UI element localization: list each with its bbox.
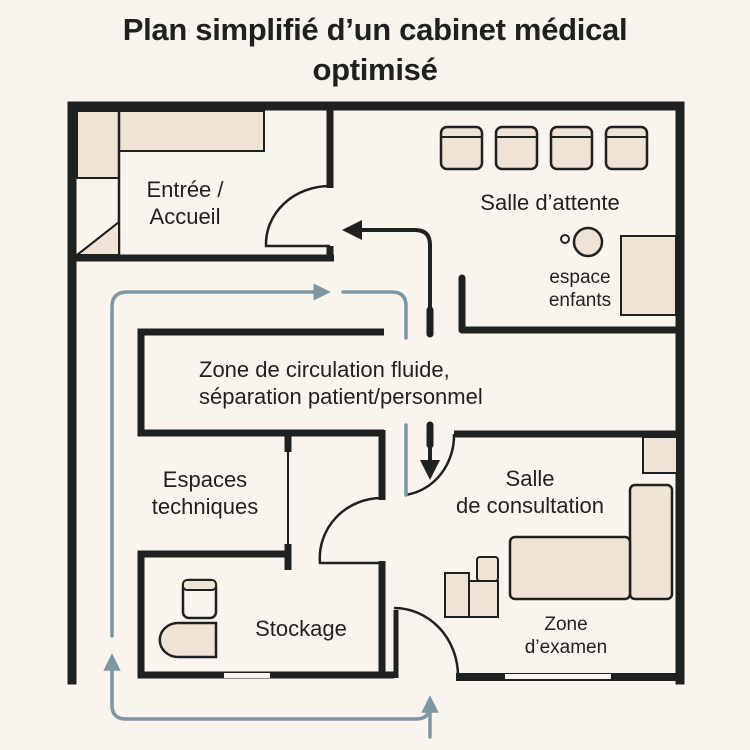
chair-4 <box>604 125 649 171</box>
exam-door-swing <box>393 606 460 677</box>
kids-play-mat <box>620 235 677 316</box>
page-title: Plan simplifié d’un cabinet médical opti… <box>0 10 750 90</box>
reception-desk-left <box>76 110 120 179</box>
chair-3 <box>549 125 594 171</box>
staff-flow-arrows <box>342 220 440 480</box>
entrance-door-swing <box>264 184 331 248</box>
storage-label: Stockage <box>255 616 347 641</box>
title-line-2: optimisé <box>312 52 438 87</box>
stool-left <box>444 572 470 618</box>
staff-arrow-to-entrance <box>342 220 432 332</box>
corridor-wall-left <box>137 328 384 437</box>
outer-walls <box>67 101 685 685</box>
exam-table-vertical <box>628 483 674 601</box>
technical-spaces-label: Espaces techniques <box>151 467 259 519</box>
waiting-room <box>439 125 680 334</box>
patient-flow-arrows <box>103 283 439 739</box>
toy-table-circle <box>572 226 604 258</box>
title-line-1: Plan simplifié d’un cabinet médical <box>122 12 628 47</box>
stool-right-low <box>468 580 499 618</box>
storage-window <box>224 673 270 678</box>
stool-right-high <box>476 556 499 582</box>
waiting-room-label: Salle d’attente <box>480 190 620 215</box>
toilet-icon <box>158 578 218 659</box>
waiting-chairs <box>439 125 649 171</box>
circulation-label: Zone de circulation fluide, séparation p… <box>199 357 483 409</box>
exam-table-horizontal <box>508 535 632 601</box>
technical-storage-block <box>137 430 394 679</box>
reception-desk-top <box>118 110 265 152</box>
entrance-label: Entrée / Accueil <box>146 177 224 229</box>
kids-area-label: espace enfants <box>548 267 612 311</box>
tech-door-swing <box>318 496 383 565</box>
consultation-label: Salle de consultation <box>456 466 604 518</box>
chair-1 <box>439 125 484 171</box>
patient-arrow-top <box>110 283 331 638</box>
exam-zone-label: Zone d’examen <box>524 614 608 658</box>
patient-arrow-corridor <box>341 290 408 340</box>
consult-cabinet <box>642 436 678 474</box>
chair-2 <box>494 125 539 171</box>
toy-small-circle <box>560 234 570 244</box>
consultation-room <box>393 430 680 681</box>
consult-door-swing <box>404 433 456 497</box>
consult-window <box>505 674 611 679</box>
entrance-room <box>74 110 334 262</box>
